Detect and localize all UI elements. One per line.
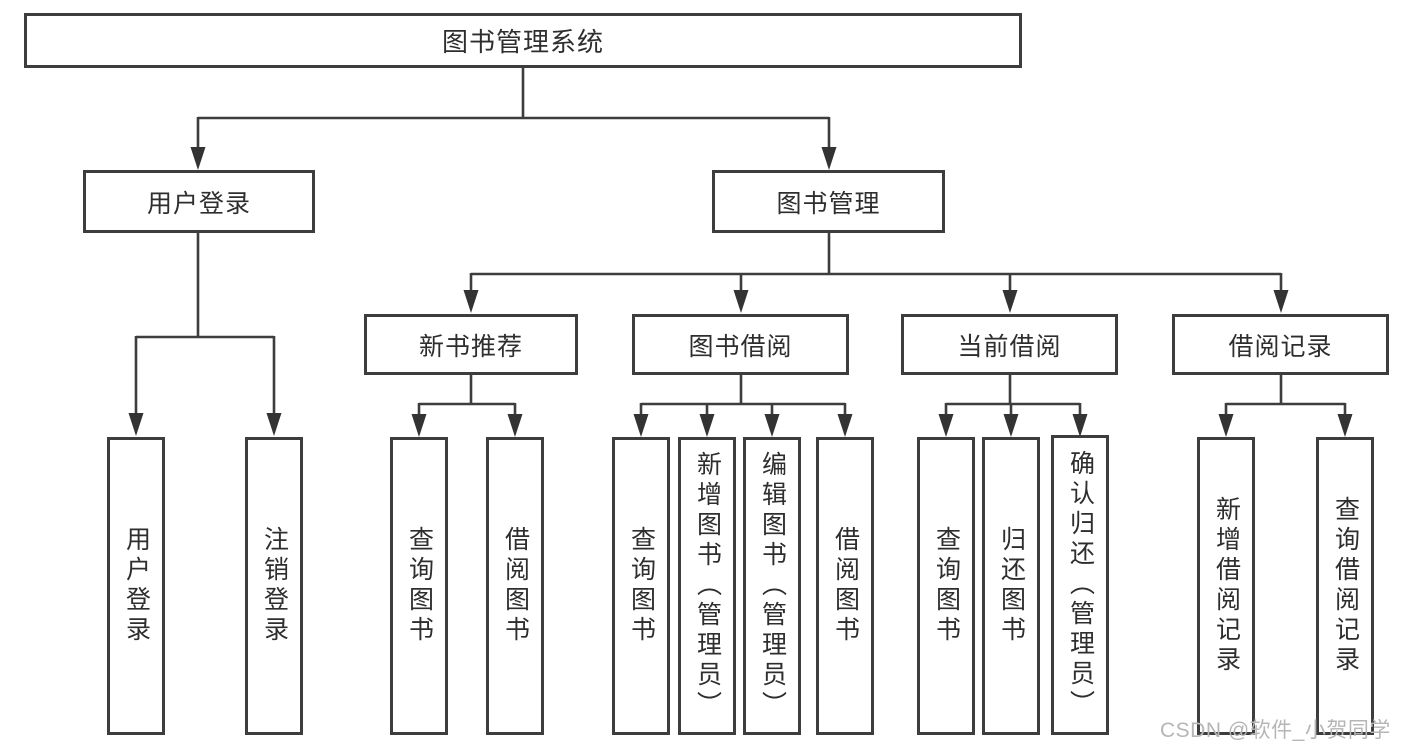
csdn-watermark: CSDN @软件_小贺同学 — [1160, 719, 1391, 742]
leaf-query-books-1: 查询图书 — [390, 437, 448, 735]
leaf-confirm-return-admin: 确认归还（管理员） — [1051, 435, 1109, 735]
leaf-label: 查询图书 — [932, 526, 961, 646]
leaf-logout: 注销登录 — [245, 437, 303, 735]
leaf-return-book: 归还图书 — [982, 437, 1040, 735]
leaf-label: 查询图书 — [627, 526, 656, 646]
node-user-login: 用户登录 — [83, 170, 315, 233]
leaf-label: 注销登录 — [260, 526, 289, 646]
leaf-add-borrow-record: 新增借阅记录 — [1197, 437, 1255, 735]
leaf-label: 用户登录 — [122, 526, 151, 646]
leaf-query-books-2: 查询图书 — [612, 437, 670, 735]
leaf-edit-book-admin: 编辑图书（管理员） — [743, 437, 801, 735]
leaf-borrow-books-1: 借阅图书 — [486, 437, 544, 735]
node-root-system: 图书管理系统 — [24, 13, 1022, 68]
node-label: 当前借阅 — [957, 332, 1062, 361]
leaf-user-login: 用户登录 — [107, 437, 165, 735]
leaf-label: 借阅图书 — [501, 526, 530, 646]
node-book-management: 图书管理 — [712, 170, 945, 233]
leaf-label: 查询图书 — [405, 526, 434, 646]
node-label: 图书借阅 — [688, 332, 793, 361]
leaf-label: 借阅图书 — [831, 526, 860, 646]
node-borrowing-records: 借阅记录 — [1172, 314, 1389, 375]
leaf-borrow-books-2: 借阅图书 — [816, 437, 874, 735]
leaf-label: 确认归还（管理员） — [1066, 450, 1095, 720]
leaf-label: 新增借阅记录 — [1212, 496, 1241, 676]
node-root-label: 图书管理系统 — [441, 27, 604, 57]
node-label: 新书推荐 — [418, 332, 523, 361]
leaf-label: 归还图书 — [997, 526, 1026, 646]
leaf-label: 新增图书（管理员） — [693, 451, 722, 721]
leaf-query-borrow-record: 查询借阅记录 — [1316, 437, 1374, 735]
leaf-label: 查询借阅记录 — [1331, 496, 1360, 676]
leaf-query-books-3: 查询图书 — [917, 437, 975, 735]
leaf-label: 编辑图书（管理员） — [758, 451, 787, 721]
node-label: 借阅记录 — [1228, 332, 1333, 361]
node-book-borrowing: 图书借阅 — [632, 314, 849, 375]
node-label: 图书管理 — [776, 189, 881, 218]
node-new-book-recommend: 新书推荐 — [364, 314, 578, 375]
node-label: 用户登录 — [146, 189, 251, 218]
node-current-borrowing: 当前借阅 — [901, 314, 1118, 375]
leaf-add-book-admin: 新增图书（管理员） — [678, 437, 736, 735]
